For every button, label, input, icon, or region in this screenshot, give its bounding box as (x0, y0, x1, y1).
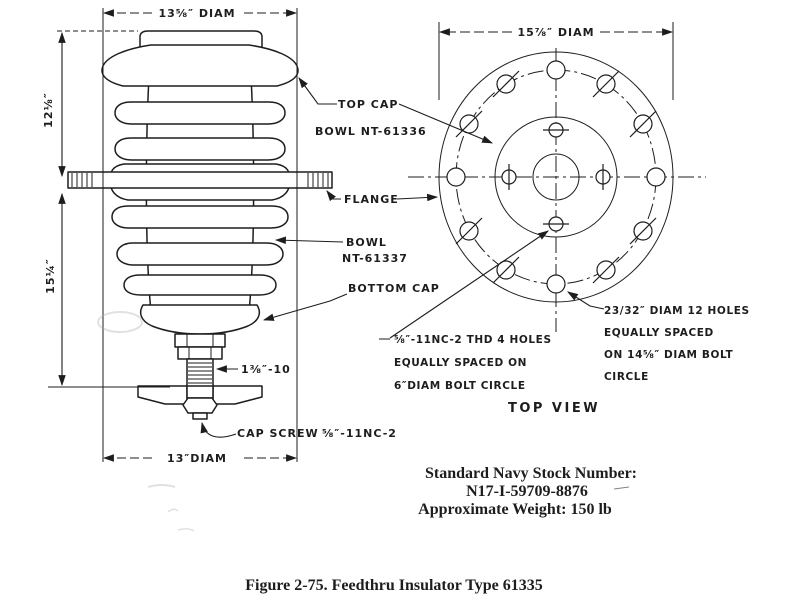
cap-screw-nut (182, 397, 218, 414)
leader-4holes (389, 230, 549, 339)
holes-12 (446, 60, 666, 294)
bottom-cap-shape (140, 304, 260, 335)
label-top-cap: TOP CAP (338, 98, 398, 111)
callout-12holes-line3: ON 14⅝″ DIAM BOLT (604, 349, 734, 361)
dim-bottom-diam: 13″DIAM (167, 452, 227, 465)
label-top-view-title: TOP VIEW (508, 401, 600, 416)
top-view: 15⅞″ DIAM ⅝″-11NC-2 THD 4 HOLES EQUALLY … (379, 22, 750, 416)
side-view-dimensions: 13⅝″ DIAM 12⅛″ 15¼″ 13″DIAM 1⅜″-10 (42, 7, 298, 465)
label-bowl-upper: BOWL NT-61336 (315, 125, 427, 138)
insulator-body (67, 30, 333, 420)
shed-5 (116, 242, 284, 266)
figure-caption: Figure 2-75. Feedthru Insulator Type 613… (245, 577, 543, 594)
label-stud-thread: 1⅜″-10 (241, 363, 291, 376)
scan-artifacts (97, 311, 195, 532)
side-view: 13⅝″ DIAM 12⅛″ 15¼″ 13″DIAM 1⅜″-10 TOP C… (42, 7, 440, 465)
callout-12holes-line1: 23/32″ DIAM 12 HOLES (604, 305, 750, 317)
top-view-dimension: 15⅞″ DIAM (438, 22, 674, 100)
callout-12holes-line4: CIRCLE (604, 371, 649, 383)
shed-6 (123, 274, 277, 296)
callout-4holes-line3: 6″DIAM BOLT CIRCLE (394, 380, 526, 392)
dim-height-lower: 15¼″ (44, 258, 57, 294)
shed-2 (114, 101, 286, 125)
callout-4holes-line1: ⅝″-11NC-2 THD 4 HOLES (394, 334, 552, 346)
flange-plate (67, 171, 333, 189)
stock-line1: Standard Navy Stock Number: (425, 465, 637, 482)
cap-screw-tip (192, 412, 208, 420)
flange-hatch-right (307, 173, 329, 187)
shed-3 (114, 137, 286, 161)
flange-outer-circle (438, 51, 674, 303)
holes-4 (501, 122, 611, 232)
dim-topview-diam: 15⅞″ DIAM (517, 26, 594, 39)
leader-top-cap-to-view (398, 103, 494, 144)
callout-4holes-line2: EQUALLY SPACED ON (394, 357, 527, 369)
center-hole (532, 153, 580, 201)
label-cap-screw: CAP SCREW (237, 427, 319, 440)
flange-hatch-left (71, 173, 93, 187)
label-cap-screw-spec: ⅝″-11NC-2 (322, 427, 397, 440)
callout-12holes: 23/32″ DIAM 12 HOLES EQUALLY SPACED ON 1… (604, 305, 750, 383)
dim-top-diam: 13⅝″ DIAM (158, 7, 235, 20)
leader-flange-to-view (396, 193, 439, 202)
stock-line3: Approximate Weight: 150 lb (418, 501, 612, 518)
stud-assembly (137, 333, 263, 420)
bowl-circle (494, 116, 618, 238)
top-shed (101, 44, 299, 87)
callout-4holes: ⅝″-11NC-2 THD 4 HOLES EQUALLY SPACED ON … (379, 334, 552, 392)
bracket-wing-left (137, 385, 188, 405)
dim-height-upper: 12⅛″ (42, 92, 55, 128)
stock-number-block: Standard Navy Stock Number: N17-I-59709-… (418, 465, 637, 518)
label-bottom-cap: BOTTOM CAP (348, 282, 440, 295)
stud-threads (188, 362, 212, 384)
callout-12holes-line2: EQUALLY SPACED (604, 327, 714, 339)
label-bowl-lower-2: NT-61337 (342, 252, 408, 265)
leader-12holes (567, 291, 605, 310)
bracket-wing-right (212, 385, 263, 405)
stock-line2: N17-I-59709-8876 (466, 483, 588, 500)
shed-4 (111, 205, 289, 229)
label-flange: FLANGE (344, 193, 399, 206)
label-bowl-lower-1: BOWL (346, 236, 387, 249)
side-view-labels: TOP CAP BOWL NT-61336 FLANGE BOWL NT-613… (200, 77, 440, 440)
